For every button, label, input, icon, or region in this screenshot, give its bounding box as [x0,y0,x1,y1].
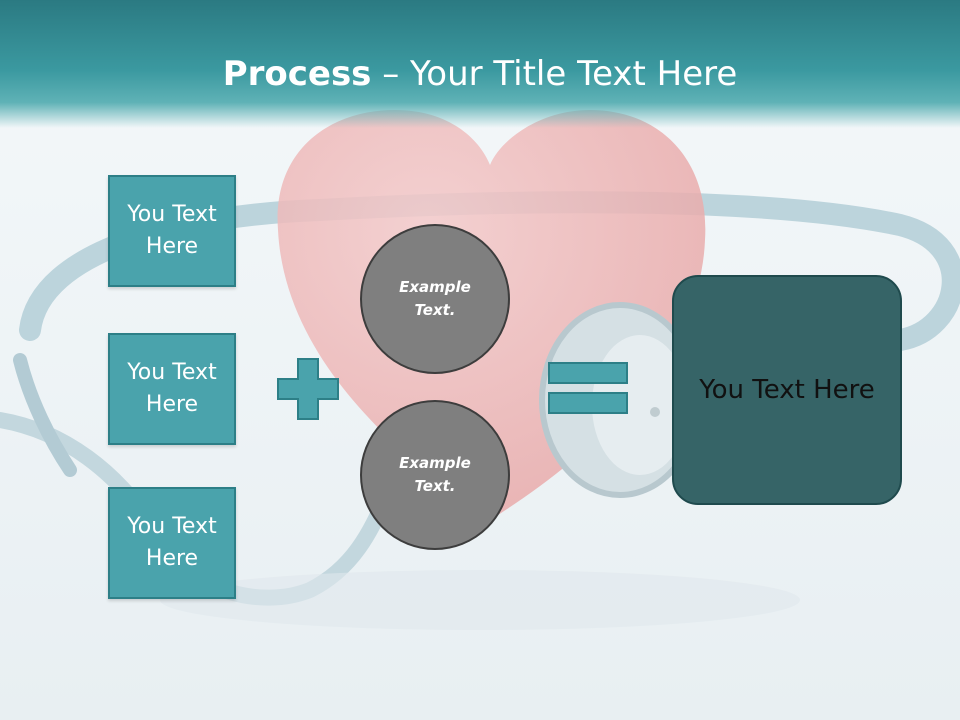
example-circle-1[interactable]: Example Text. [360,224,510,374]
text-box-3-label: You Text Here [127,514,217,571]
text-box-2[interactable]: You Text Here [108,333,236,445]
text-box-1[interactable]: You Text Here [108,175,236,287]
title-bold-text: Process [222,54,372,94]
result-box[interactable]: You Text Here [672,275,902,505]
example-circle-1-label: Example Text. [399,278,471,319]
text-box-2-label: You Text Here [127,360,217,417]
title-bar: Process – Your Title Text Here [0,0,960,128]
text-box-3[interactable]: You Text Here [108,487,236,599]
example-circle-2-label: Example Text. [399,454,471,495]
plus-icon [277,358,339,420]
title-rest-text: – Your Title Text Here [371,54,738,94]
equals-icon [548,362,628,414]
slide-title[interactable]: Process – Your Title Text Here [0,52,960,96]
result-box-label: You Text Here [699,375,875,405]
text-box-1-label: You Text Here [127,202,217,259]
example-circle-2[interactable]: Example Text. [360,400,510,550]
